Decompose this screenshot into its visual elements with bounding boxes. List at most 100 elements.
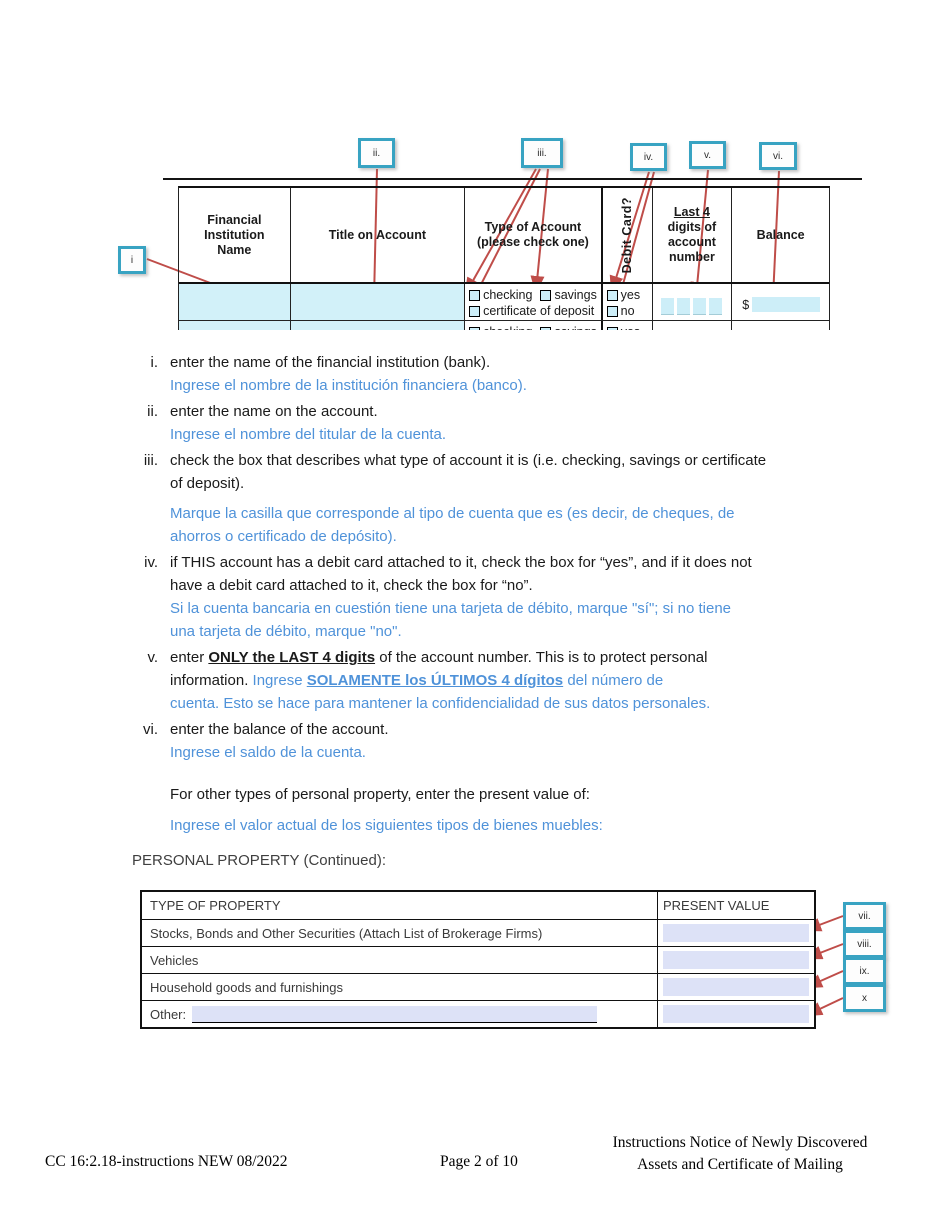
dollar-sign: $ [742,298,750,312]
present-value-field[interactable] [663,924,809,942]
text-segment: SOLAMENTE los ÚLTIMOS 4 dígitos [306,672,564,689]
debit-line-2: no [606,303,652,320]
present-value-field[interactable] [663,978,809,996]
last4-digit-box[interactable] [661,298,675,315]
header-title-on-account: Title on Account [291,188,466,282]
debit-card-cell: yes [603,321,653,330]
type-line-1: checking savings [469,325,601,330]
instruction-line: Ingrese el nombre del titular de la cuen… [170,423,446,446]
property-row: Household goods and furnishings [142,973,814,1000]
text-segment: del número de [563,672,664,689]
callout-i: i [118,246,146,274]
instruction-text: if THIS account has a debit card attache… [170,551,752,643]
checkbox-debit-no[interactable] [606,305,618,317]
title-on-account-field[interactable] [290,321,466,330]
text-segment: una tarjeta de débito, marque "no". [170,623,402,640]
account-row-2-cropped: checking savings yes [179,321,829,330]
no-label: no [620,303,635,318]
header-line: Balance [756,227,805,242]
instruction-line: if THIS account has a debit card attache… [170,551,752,574]
callout-iii: iii. [521,138,563,168]
property-row: Vehicles [142,946,814,973]
text-segment: ahorros o certificado de depósito). [170,528,397,545]
footer-title-line-1: Instructions Notice of Newly Discovered [612,1134,868,1151]
last4-digit-box[interactable] [677,298,691,315]
present-value-cell [657,947,814,973]
financial-institution-field[interactable] [179,321,291,330]
instruction-line: information. Ingrese SOLAMENTE los ÚLTIM… [170,669,710,692]
balance-cell [732,321,829,330]
checking-label: checking [483,288,533,302]
instruction-numeral: i. [150,354,159,371]
instruction-line: Ingrese el saldo de la cuenta. [170,741,389,764]
callout-viii: viii. [843,930,886,958]
checkbox-savings[interactable] [540,327,552,330]
property-table-header-row: TYPE OF PROPERTY PRESENT VALUE [142,892,814,919]
savings-label: savings [554,325,596,330]
personal-property-heading: PERSONAL PROPERTY (Continued): [132,852,386,869]
property-label: Household goods and furnishings [150,979,343,995]
type-line-2: certificate of deposit [469,304,601,320]
checking-label: checking [483,325,532,330]
instruction-line: enter the name of the financial institut… [170,351,527,374]
property-table: TYPE OF PROPERTY PRESENT VALUE Stocks, B… [140,890,816,1029]
last4-digit-box[interactable] [693,298,707,315]
header-financial-institution: Financial Institution Name [179,188,291,282]
checkbox-debit-yes[interactable] [606,327,618,330]
text-segment: have a debit card attached to it, check … [170,577,533,594]
last4-cell [653,284,733,320]
callout-x: x [843,984,886,1012]
header-line: Name [217,242,252,257]
text-segment: enter the name of the financial institut… [170,354,491,371]
text-segment: information. [170,672,253,689]
last4-cell [653,321,733,330]
accounts-table-header-row: Financial Institution Name Title on Acco… [179,188,829,284]
financial-institution-field[interactable] [179,284,291,320]
header-line-underlined: Last 4 [673,205,710,219]
last4-digit-box[interactable] [709,298,723,315]
text-segment: if THIS account has a debit card attache… [170,554,752,571]
header-line: Title on Account [328,227,426,242]
checkbox-checking[interactable] [469,327,481,330]
instruction-line: enter the balance of the account. [170,718,389,741]
other-description-field[interactable] [192,1005,598,1023]
instruction-item: v.enter ONLY the LAST 4 digits of the ac… [132,646,932,715]
header-type-of-property: TYPE OF PROPERTY [150,898,281,913]
instruction-item: iv.if THIS account has a debit card atta… [132,551,932,643]
balance-cell: $ [732,284,829,320]
checkbox-debit-yes[interactable] [606,290,618,301]
text-segment: Marque la casilla que corresponde al tip… [170,505,735,522]
instruction-line: have a debit card attached to it, check … [170,574,752,597]
certificate-label: certificate of deposit [483,303,595,318]
instruction-text: enter ONLY the LAST 4 digits of the acco… [170,646,710,715]
text-segment: enter the balance of the account. [170,721,389,738]
header-line: Type of Account [484,220,582,234]
balance-field[interactable] [752,297,821,312]
instruction-line: Si la cuenta bancaria en cuestión tiene … [170,597,752,620]
present-value-field[interactable] [663,951,809,969]
header-type-of-account: Type of Account (please check one) [465,188,603,282]
accounts-table: Financial Institution Name Title on Acco… [178,186,830,330]
callout-vi: vi. [759,142,797,170]
footer-title-line-2: Assets and Certificate of Mailing [637,1156,843,1173]
checkbox-savings[interactable] [540,290,552,301]
text-segment: check the box that describes what type o… [170,452,767,469]
checkbox-checking[interactable] [469,290,481,301]
instruction-text: check the box that describes what type o… [170,449,766,548]
header-line: digits of [667,220,717,234]
present-value-field[interactable] [663,1005,809,1023]
instruction-line: Ingrese el nombre de la institución fina… [170,374,527,397]
text-segment: ONLY the LAST 4 digits [208,649,376,666]
present-value-cell [657,920,814,946]
header-line: account [667,235,716,249]
title-on-account-field[interactable] [290,284,466,320]
checkbox-certificate[interactable] [469,305,481,317]
instructions-list: i. enter the name of the financial instit… [132,351,932,767]
header-line: Financial [207,212,262,227]
footer-form-number: CC 16:2.18-instructions NEW 08/2022 [45,1153,288,1170]
property-row: Stocks, Bonds and Other Securities (Atta… [142,919,814,946]
instruction-item: vi.enter the balance of the account.Ingr… [132,718,932,764]
debit-card-cell: yes no [603,284,653,320]
